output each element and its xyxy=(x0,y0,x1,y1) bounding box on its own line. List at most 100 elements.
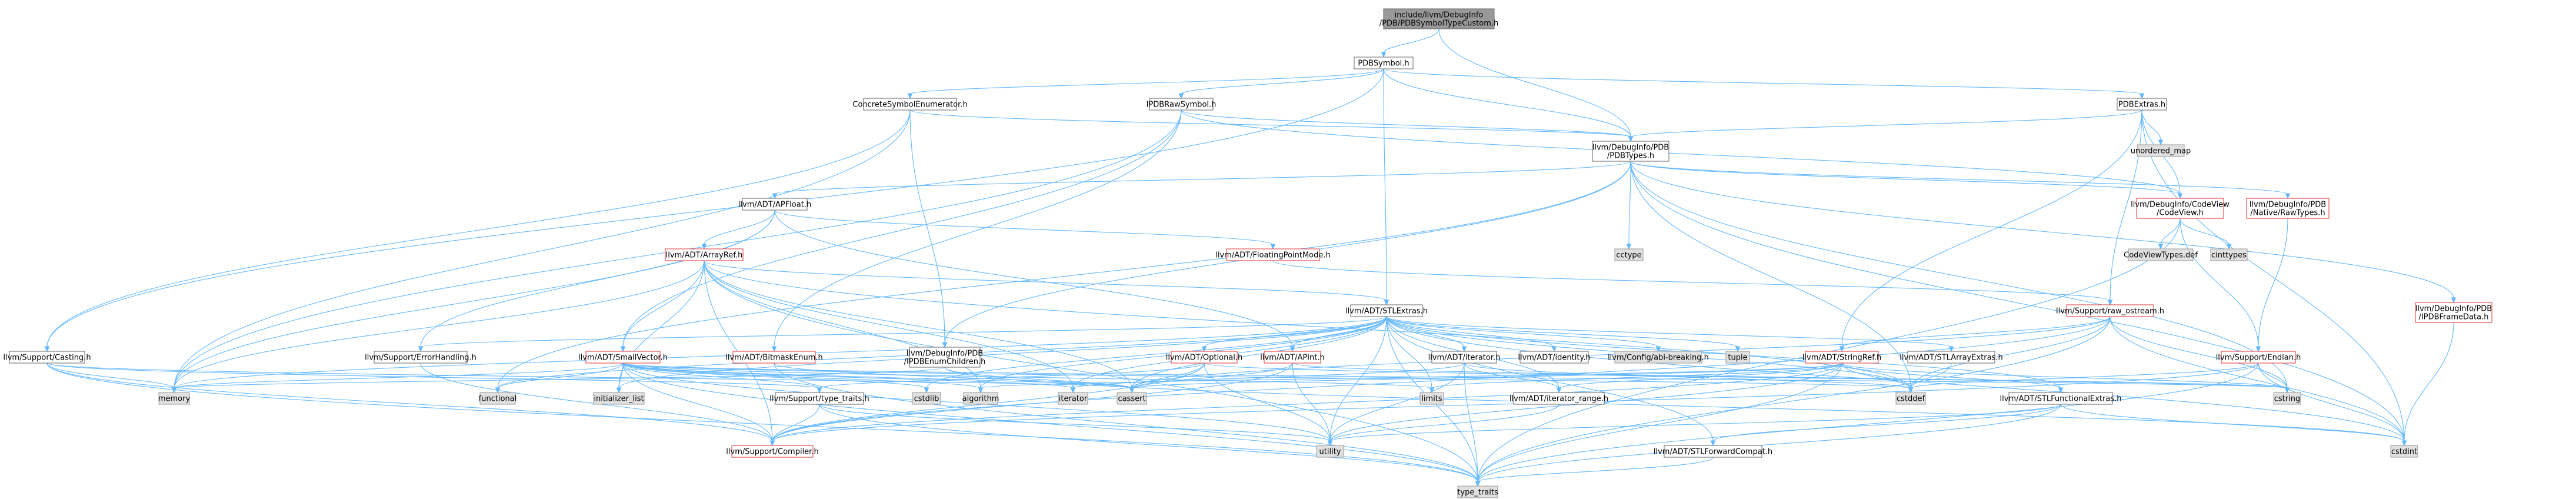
node-fpmode[interactable]: llvm/ADT/FloatingPointMode.h xyxy=(1215,248,1331,261)
edge-path xyxy=(772,404,820,442)
edge-path xyxy=(420,316,1387,348)
edge-path xyxy=(1431,362,1842,389)
node-optional[interactable]: llvm/ADT/Optional.h xyxy=(1166,351,1243,364)
node-stlextras[interactable]: llvm/ADT/STLExtras.h xyxy=(1345,304,1428,317)
node-box xyxy=(963,392,998,405)
edge-path xyxy=(1910,362,2259,389)
node-rawostream[interactable]: llvm/Support/raw_ostream.h xyxy=(2056,304,2164,317)
edge-arrowhead xyxy=(1129,387,1135,394)
node-compiler[interactable]: llvm/Support/Compiler.h xyxy=(726,445,819,458)
dependency-edge xyxy=(1628,109,2142,142)
node-ipdbraw[interactable]: IPDBRawSymbol.h xyxy=(1147,98,1217,111)
node-label: llvm/Config/abi-breaking.h xyxy=(1608,354,1709,362)
edge-path xyxy=(1477,362,1842,483)
node-label: utility xyxy=(1319,448,1341,457)
edge-arrowhead xyxy=(1270,244,1276,250)
dependency-edge xyxy=(620,109,1182,352)
node-bitmaskenum[interactable]: llvm/ADT/BitmaskEnum.h xyxy=(725,351,823,364)
dependency-edge xyxy=(44,109,911,352)
dependency-edge xyxy=(909,109,1634,142)
edge-path xyxy=(46,109,911,348)
dependency-edge xyxy=(1181,109,1634,142)
node-box xyxy=(9,351,85,364)
node-codeview[interactable]: llvm/DebugInfo/CodeView/CodeView.h xyxy=(2131,198,2230,219)
edge-arrowhead xyxy=(2177,193,2183,199)
node-rawtypes[interactable]: llvm/DebugInfo/PDB/Native/RawTypes.h xyxy=(2246,198,2330,219)
edge-arrowhead xyxy=(1327,440,1333,447)
node-box xyxy=(2273,392,2301,405)
dependency-edge xyxy=(819,404,1481,487)
node-apfloat[interactable]: llvm/ADT/APFloat.h xyxy=(738,198,811,211)
dependency-edge xyxy=(2255,218,2288,352)
dependency-edge xyxy=(2141,109,2164,146)
edge-arrowhead xyxy=(2226,244,2232,250)
edge-path xyxy=(1477,404,2061,483)
node-label: cstring xyxy=(2274,395,2300,404)
node-box xyxy=(1457,485,1498,498)
edge-path xyxy=(1383,68,1631,138)
node-pdbsymbol[interactable]: PDBSymbol.h xyxy=(1354,56,1414,69)
node-box xyxy=(1419,392,1444,405)
edge-path xyxy=(704,260,1478,483)
edge-arrowhead xyxy=(924,387,929,394)
dependency-edge xyxy=(616,362,624,394)
node-smallvector[interactable]: llvm/ADT/SmallVector.h xyxy=(578,351,668,364)
node-label: tuple xyxy=(1728,354,1747,362)
node-label: llvm/ADT/STLExtras.h xyxy=(1345,307,1428,316)
node-endian[interactable]: llvm/Support/Endian.h xyxy=(2216,351,2301,364)
node-concrete[interactable]: ConcreteSymbolEnumerator.h xyxy=(852,98,968,111)
node-label: functional xyxy=(479,395,517,404)
edge-path xyxy=(1630,161,2288,195)
edge-path xyxy=(622,362,1074,389)
edge-path xyxy=(1464,362,1478,483)
edge-path xyxy=(819,404,1478,483)
edge-path xyxy=(1841,362,2288,389)
dependency-edge xyxy=(1429,362,1842,394)
node-label: limits xyxy=(1421,395,1442,404)
dependency-edge xyxy=(704,260,1914,394)
node-casting[interactable]: llvm/Support/Casting.h xyxy=(3,351,91,364)
edge-path xyxy=(926,316,1387,389)
edge-arrowhead xyxy=(2401,440,2407,447)
node-label: llvm/ADT/APFloat.h xyxy=(738,201,811,209)
node-ienumchildren[interactable]: llvm/DebugInfo/PDB/IPDBEnumChildren.h xyxy=(904,347,986,368)
node-typetraits[interactable]: llvm/Support/type_traits.h xyxy=(769,392,869,405)
node-pdbtypes[interactable]: llvm/DebugInfo/PDB/PDBTypes.h xyxy=(1592,141,1669,162)
edge-path xyxy=(622,362,1478,483)
edge-path xyxy=(1072,362,1465,389)
edge-path xyxy=(46,362,820,389)
node-root[interactable]: include/llvm/DebugInfo/PDB/PDBSymbolType… xyxy=(1379,8,1499,29)
node-memory: memory xyxy=(158,392,190,405)
dependency-edge xyxy=(978,362,1842,394)
edge-path xyxy=(1386,316,1659,348)
dependency-edge xyxy=(1272,260,2113,306)
node-box xyxy=(1907,351,1995,364)
node-box xyxy=(2128,248,2194,261)
node-iterrange[interactable]: llvm/ADT/iterator_range.h xyxy=(1509,392,1608,405)
node-errhandling[interactable]: llvm/Support/ErrorHandling.h xyxy=(365,351,476,364)
node-type_traits: type_traits xyxy=(1457,485,1498,498)
edge-path xyxy=(618,316,1387,389)
edge-path xyxy=(1383,28,1439,54)
node-stlarrayextras[interactable]: llvm/ADT/STLArrayExtras.h xyxy=(1899,351,2003,364)
edge-path xyxy=(1628,161,1631,245)
node-label: ConcreteSymbolEnumerator.h xyxy=(852,101,967,109)
node-iframe[interactable]: llvm/DebugInfo/PDB/IPDBFrameData.h xyxy=(2415,302,2492,323)
node-pdbextras[interactable]: PDBExtras.h xyxy=(2117,98,2167,111)
edge-path xyxy=(2180,218,2230,245)
node-stlfunc[interactable]: llvm/ADT/STLFunctionalExtras.h xyxy=(2000,392,2122,405)
node-iteratorh[interactable]: llvm/ADT/iterator.h xyxy=(1428,351,1501,364)
node-identity[interactable]: llvm/ADT/identity.h xyxy=(1518,351,1591,364)
node-apint[interactable]: llvm/ADT/APInt.h xyxy=(1260,351,1325,364)
node-label: llvm/ADT/STLForwardCompat.h xyxy=(1654,448,1772,457)
node-box xyxy=(909,347,981,368)
node-utility: utility xyxy=(1316,445,1344,458)
node-arrayref[interactable]: llvm/ADT/ArrayRef.h xyxy=(665,248,744,261)
edge-arrowhead xyxy=(1908,387,1914,394)
node-stringref[interactable]: llvm/ADT/StringRef.h xyxy=(1802,351,1881,364)
edge-path xyxy=(1910,316,2111,389)
edge-path xyxy=(909,109,1631,138)
edge-arrowhead xyxy=(2107,300,2113,306)
node-label: cstdint xyxy=(2391,448,2417,457)
node-stlfwd[interactable]: llvm/ADT/STLForwardCompat.h xyxy=(1654,445,1772,458)
